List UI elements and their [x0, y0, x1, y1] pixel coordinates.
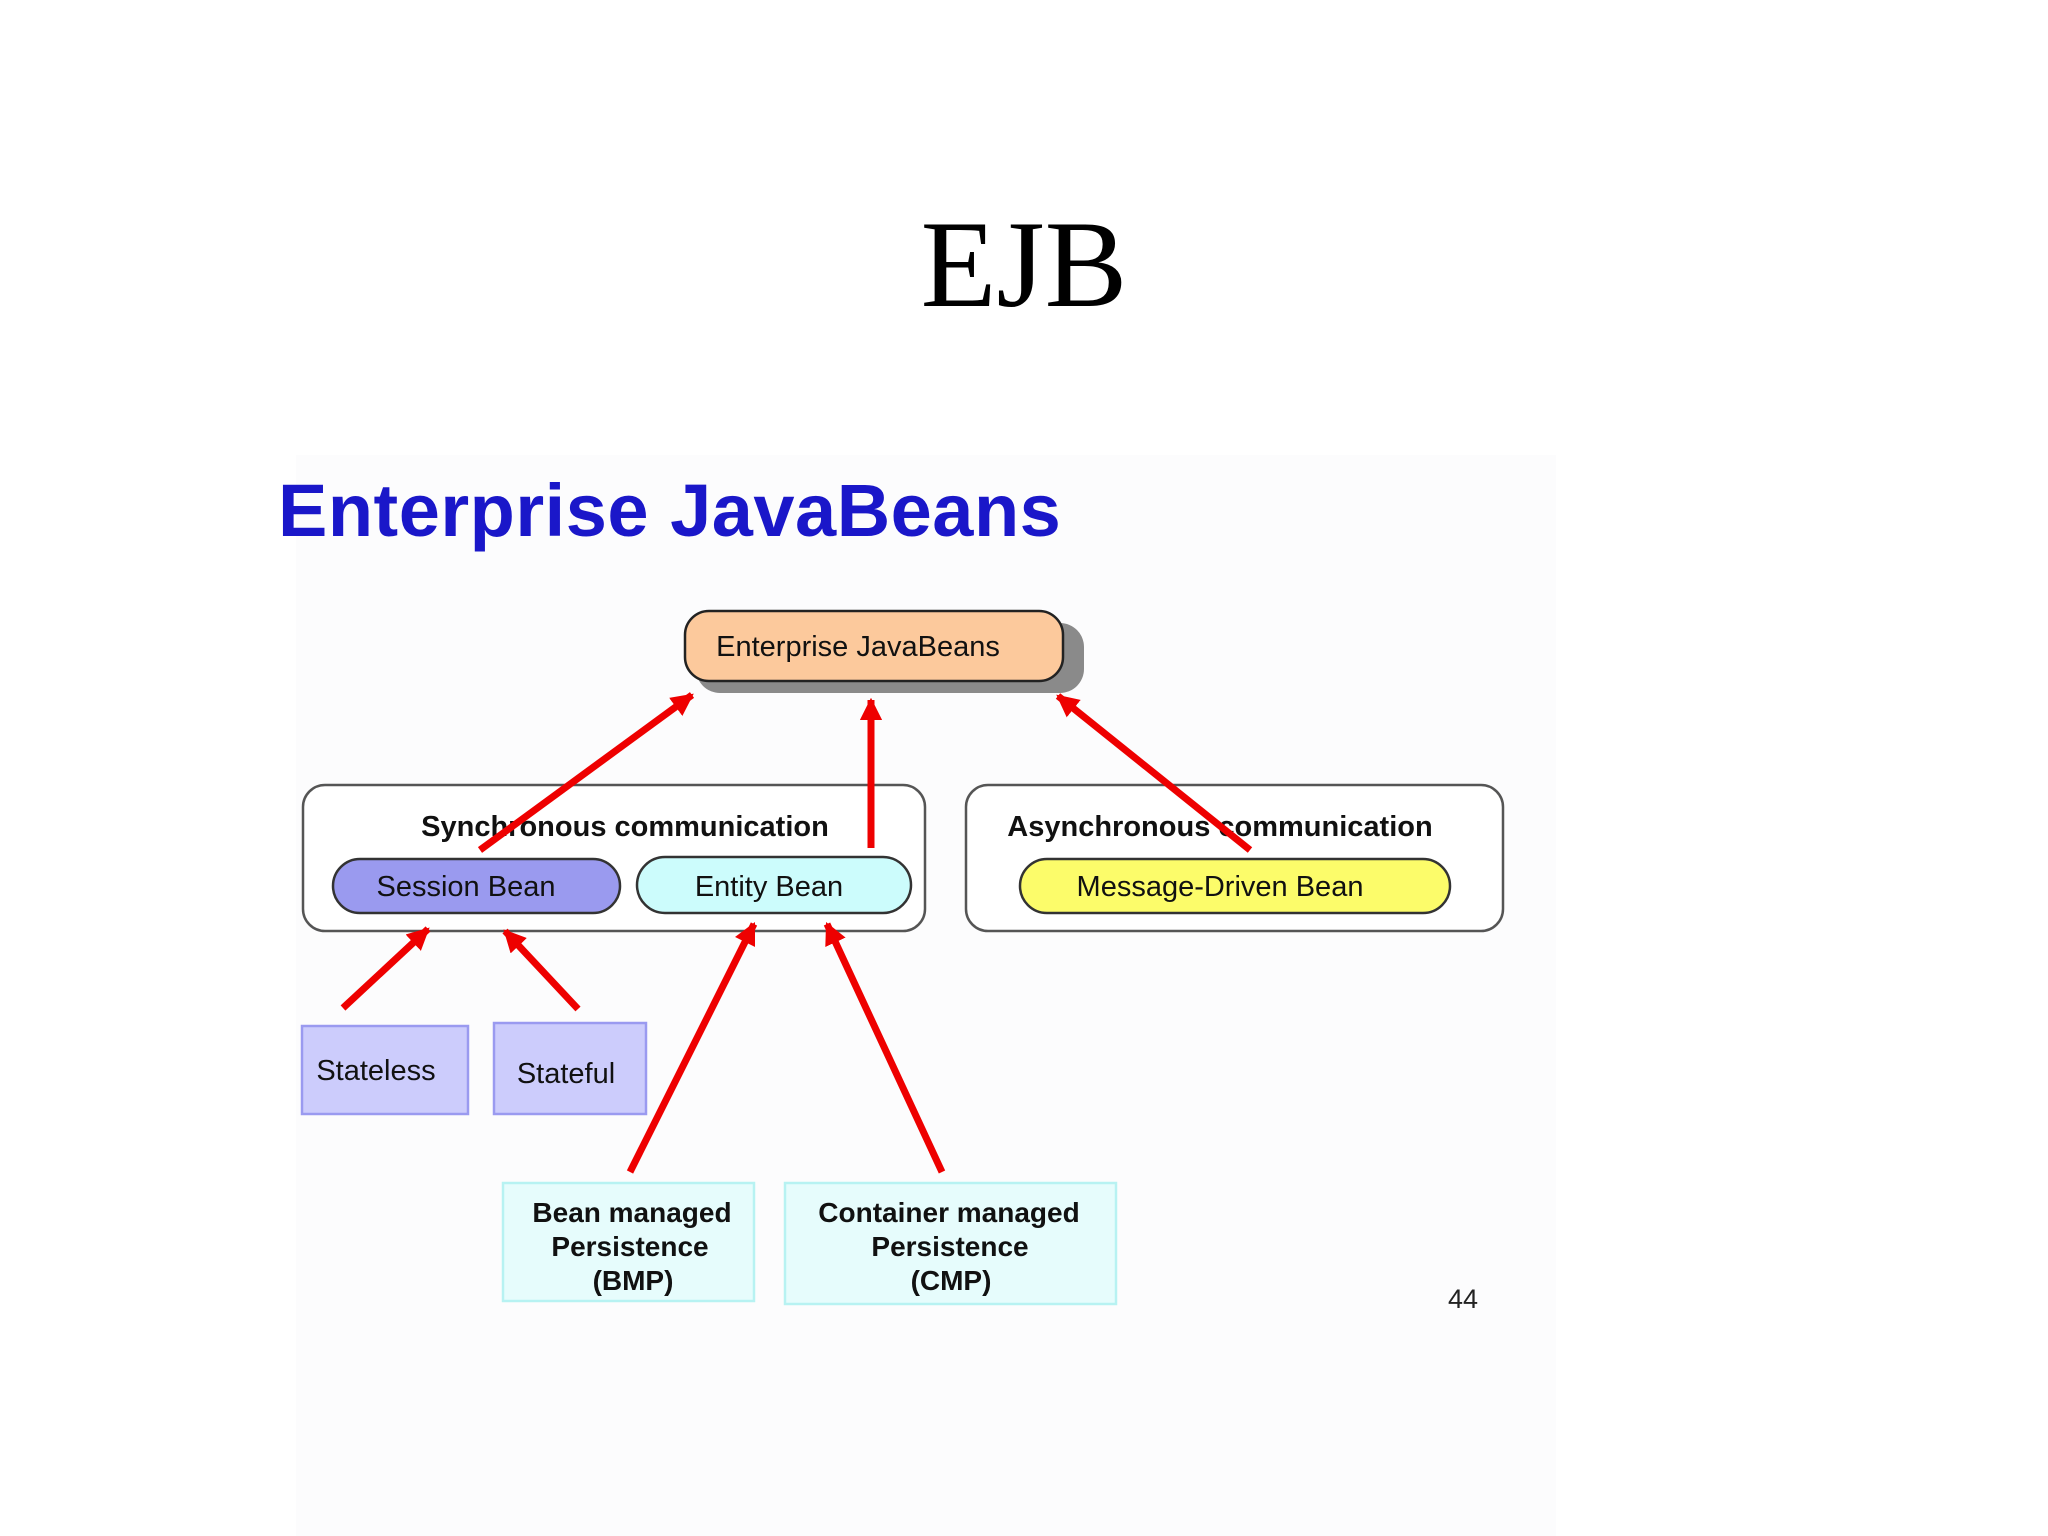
synchronous-group-label: Synchronous communication	[421, 811, 829, 843]
arrow-bmp-to-entity	[626, 921, 758, 1174]
root-node-box	[683, 609, 1065, 683]
cmp-node: Container managed Persistence (CMP)	[783, 1181, 1118, 1306]
page-number: 44	[1448, 1284, 1479, 1314]
cmp-label-line3: (CMP)	[911, 1265, 992, 1296]
stateful-node: Stateful	[492, 1021, 648, 1116]
stateless-label: Stateless	[316, 1055, 435, 1087]
stateful-label: Stateful	[517, 1058, 615, 1090]
bmp-node: Bean managed Persistence (BMP)	[501, 1181, 756, 1303]
synchronous-group: Synchronous communication Session Bean E…	[301, 783, 927, 933]
arrow-cmp-to-entity	[823, 921, 946, 1174]
arrow-stateless-to-session	[340, 926, 431, 1011]
slide-title: EJB	[920, 196, 1128, 333]
message-driven-bean-node	[1018, 857, 1452, 915]
asynchronous-group: Asynchronous communication Message-Drive…	[964, 783, 1505, 933]
bmp-label-line2: Persistence	[551, 1231, 708, 1262]
cmp-label-line1: Container managed	[818, 1197, 1079, 1228]
arrow-message-driven-to-root	[1055, 693, 1253, 853]
message-driven-bean-label: Message-Driven Bean	[1077, 871, 1364, 903]
stateless-node: Stateless	[300, 1024, 470, 1116]
cmp-box	[783, 1181, 1118, 1306]
arrow-stateful-to-session	[502, 928, 581, 1012]
stateful-box	[492, 1021, 648, 1116]
session-bean-label: Session Bean	[377, 871, 556, 903]
root-node: Enterprise JavaBeans	[683, 609, 1084, 693]
bmp-label-line3: (BMP)	[593, 1265, 674, 1296]
root-node-label: Enterprise JavaBeans	[716, 631, 1000, 663]
entity-bean-node	[635, 855, 913, 915]
cmp-label-line2: Persistence	[871, 1231, 1028, 1262]
arrow-session-to-root	[477, 692, 695, 853]
session-bean-node	[331, 857, 622, 915]
entity-bean-label: Entity Bean	[695, 871, 843, 903]
bmp-label-line1: Bean managed	[532, 1197, 731, 1228]
diagram-heading: Enterprise JavaBeans	[278, 469, 1062, 552]
stateless-box	[300, 1024, 470, 1116]
bmp-box	[501, 1181, 756, 1303]
